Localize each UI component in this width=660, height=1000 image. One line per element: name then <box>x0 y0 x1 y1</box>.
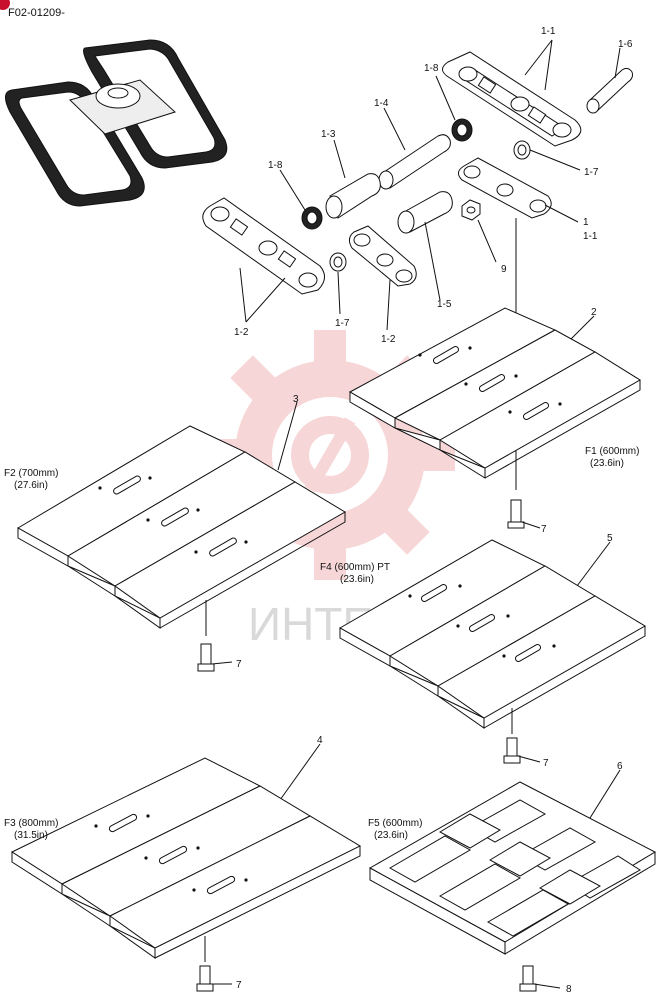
f1-inches: (23.6in) <box>590 458 624 469</box>
track-pin-1-6 <box>586 67 633 114</box>
callout-1-6: 1-6 <box>618 39 633 50</box>
callout-3: 3 <box>293 394 299 405</box>
callout-1-5: 1-5 <box>437 299 452 310</box>
f5-label: F5 (600mm) <box>368 818 422 829</box>
seal-1-8-lower <box>301 206 323 230</box>
nut-9 <box>461 199 481 221</box>
callout-2: 2 <box>591 307 597 318</box>
part-code: F02-01209- <box>8 7 65 19</box>
track-shoe-f3 <box>10 757 362 959</box>
f2-inches: (27.6in) <box>14 480 48 491</box>
bolt-7-f2 <box>197 643 215 672</box>
callout-1-8-lower: 1-8 <box>268 160 283 171</box>
callout-1-1-lower: 1-1 <box>583 231 598 242</box>
bushing-1-3 <box>325 173 381 219</box>
bolt-7-f4 <box>503 737 521 764</box>
f3-label: F3 (800mm) <box>4 818 58 829</box>
track-shoe-f5 <box>368 781 657 955</box>
spacer-1-7-upper <box>513 140 531 160</box>
callout-1-7-lower: 1-7 <box>335 318 350 329</box>
callout-1-3: 1-3 <box>321 129 336 140</box>
callout-1-2-middle: 1-2 <box>381 334 396 345</box>
corner-marker <box>0 0 10 10</box>
f2-label: F2 (700mm) <box>4 468 58 479</box>
f3-inches: (31.5in) <box>14 830 48 841</box>
spacer-1-7-lower <box>329 252 347 272</box>
track-shoe-f2 <box>16 425 346 629</box>
callout-9: 9 <box>501 264 507 275</box>
track-link-assembly-upper <box>442 51 582 147</box>
callout-5: 5 <box>607 533 613 544</box>
callout-7-f3: 7 <box>236 980 242 991</box>
f5-inches: (23.6in) <box>374 830 408 841</box>
callout-1-1-upper: 1-1 <box>541 26 556 37</box>
callout-1-4: 1-4 <box>374 98 389 109</box>
callout-6: 6 <box>617 761 623 772</box>
track-link-1-2-middle <box>348 225 417 287</box>
callout-1-2-left: 1-2 <box>234 327 249 338</box>
bushing-1-4 <box>378 134 451 190</box>
track-shoe-f4 <box>338 539 646 729</box>
callout-1-8-upper: 1-8 <box>424 63 439 74</box>
track-link-1-2-left <box>202 197 325 295</box>
callout-7-f1: 7 <box>541 524 547 535</box>
f4-label: F4 (600mm) PT <box>320 562 390 573</box>
bolt-7-f1 <box>507 499 525 529</box>
f1-label: F1 (600mm) <box>585 446 639 457</box>
bolt-8-f5 <box>519 965 537 992</box>
seal-1-8-upper <box>451 118 473 142</box>
bolt-7-f3 <box>196 965 214 992</box>
callout-8: 8 <box>566 984 572 995</box>
callout-7-f4: 7 <box>543 758 549 769</box>
bolt-leaders <box>211 521 561 989</box>
bushing-1-5 <box>397 191 453 234</box>
callout-7-f2: 7 <box>236 659 242 670</box>
callout-1: 1 <box>583 217 589 228</box>
track-link-1-1 <box>458 157 552 219</box>
callout-4: 4 <box>317 735 323 746</box>
f4-inches: (23.6in) <box>340 574 374 585</box>
undercarriage-pictogram <box>5 39 228 207</box>
track-shoe-f1 <box>348 307 641 479</box>
callout-1-7-upper: 1-7 <box>584 167 599 178</box>
